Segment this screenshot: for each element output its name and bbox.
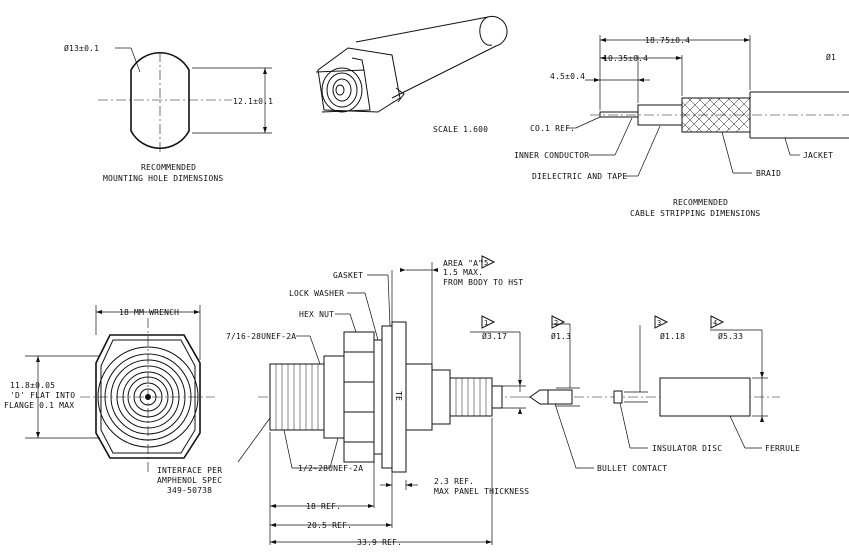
d533-label: Ø5.33 [718,331,743,341]
strip-caption-1: RECOMMENDED [673,198,728,207]
gasket-label: GASKET [333,271,363,280]
hole-flat-label: 12.1±0.1 [233,97,273,106]
interface-label-3: 349-50738 [167,486,212,495]
iso-cable-body [355,15,508,99]
flag-4: 4 [713,319,717,327]
ref18-label: 18 REF. [306,502,341,511]
interface-label-2: AMPHENOL SPEC [157,476,222,485]
isometric-view: SCALE 1.600 [315,15,508,134]
insulator-disc [613,390,623,404]
knurl-hatch [455,378,487,416]
d13-label: Ø1.3 [551,331,571,341]
flat-label-1: 11.8±0.05 [10,381,55,390]
note-flags: 5 1 2 3 4 [481,255,725,329]
flat-label-3: FLANGE 0.1 MAX [4,401,74,410]
panel-label-1: 2.3 REF. [434,477,474,486]
flag-5: 5 [484,259,488,267]
hex-nut-label: HEX NUT [299,310,334,319]
interface-label-1: INTERFACE PER [157,466,222,475]
ferrule-label: FERRULE [765,444,800,453]
area-label-1: AREA "A" [443,259,483,268]
area-label-2: 1.5 MAX. [443,268,483,277]
mounting-hole-outline [130,52,190,149]
side-view: TE GASKET LOCK WASHER HEX NUT 7/16-28UNE… [157,259,529,547]
ferrule [659,377,751,417]
front-hex-flange [95,334,201,459]
thread-hatch [275,364,319,430]
hole-caption-1: RECOMMENDED [141,163,196,172]
lock-washer-label: LOCK WASHER [289,289,344,298]
strip-short-dim: 4.5±0.4 [550,72,585,81]
area-label-3: FROM BODY TO HST [443,278,523,287]
panel-label-2: MAX PANEL THICKNESS [434,487,529,496]
flag-2: 2 [554,319,558,327]
strip-edge-label: Ø1 [826,52,836,62]
ref339-label: 33.9 REF. [357,538,402,547]
insulator-label: INSULATOR DISC [652,444,722,453]
strip-overall-dim: 18.75±0.4 [645,36,690,45]
inner-conductor-label: INNER CONDUCTOR [514,151,589,160]
flag-3: 3 [657,319,661,327]
mounting-hole-view: Ø13±0.1 12.1±0.1 RECOMMENDED MOUNTING HO… [64,43,273,183]
d118-label: Ø1.18 [660,331,685,341]
bullet-contact [529,389,573,405]
cable-stripping-view: 18.75±0.4 10.35±0.4 4.5±0.4 Ø1 CO.1 REF.… [514,35,849,218]
jacket-label: JACKET [803,151,833,160]
front-view: 18 MM WRENCH 11.8±0.05 'D' FLAT INTO FLA… [4,305,215,475]
thread-bottom-label: 1/2-28UNEF-2A [298,464,363,473]
flag-1: 1 [484,319,488,327]
scale-label: SCALE 1.600 [433,125,488,134]
strip-caption-2: CABLE STRIPPING DIMENSIONS [630,209,760,218]
ref205-label: 20.5 REF. [307,521,352,530]
bullet-label: BULLET CONTACT [597,464,667,473]
wrench-label: 18 MM WRENCH [119,308,179,317]
hole-caption-2: MOUNTING HOLE DIMENSIONS [103,174,223,183]
thread-top-label: 7/16-28UNEF-2A [226,332,296,341]
strip-mid-dim: 10.35±0.4 [603,54,648,63]
brand-mark: TE [394,391,403,401]
loose-parts: Ø1.3 BULLET CONTACT Ø1.18 INSULATOR DISC… [520,323,800,473]
braid-label: BRAID [756,169,781,178]
co-ref-label: CO.1 REF. [530,124,575,133]
d317-label: Ø3.17 [482,331,507,341]
hole-diameter-label: Ø13±0.1 [64,43,99,53]
flat-label-2: 'D' FLAT INTO [10,391,75,400]
dielectric-label: DIELECTRIC AND TAPE [532,172,627,181]
